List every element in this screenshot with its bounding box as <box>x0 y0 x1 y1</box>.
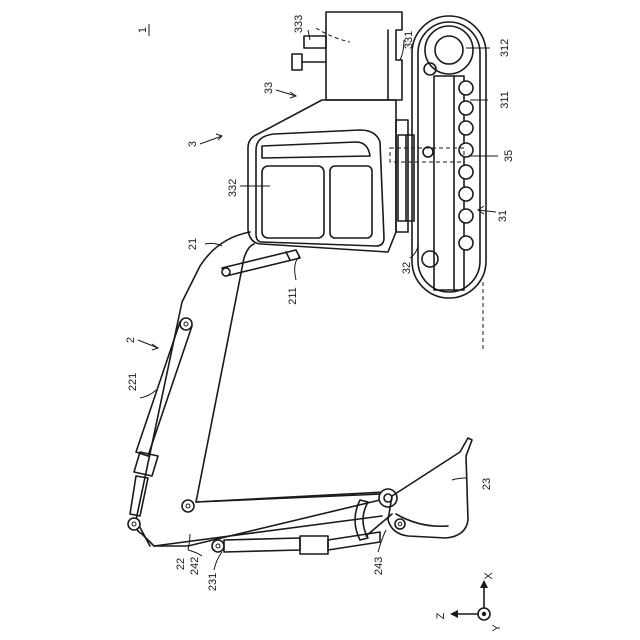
label-243: 243 <box>373 557 385 575</box>
label-33: 33 <box>263 82 275 94</box>
label-fig-ref: 1 <box>137 27 149 33</box>
label-32: 32 <box>401 262 413 274</box>
label-35: 35 <box>503 150 515 162</box>
label-311: 311 <box>499 91 511 109</box>
label-22: 22 <box>175 558 187 570</box>
upper-body <box>248 12 408 252</box>
label-21: 21 <box>187 238 199 250</box>
label-2: 2 <box>125 337 137 343</box>
sensor-35 <box>390 147 464 162</box>
coordinate-axes: X Z Y <box>435 572 503 632</box>
label-333: 333 <box>293 15 305 33</box>
track-rollers <box>459 81 473 250</box>
label-221: 221 <box>127 373 139 391</box>
label-3: 3 <box>187 141 199 147</box>
label-312: 312 <box>499 39 511 57</box>
label-31: 31 <box>497 210 509 222</box>
label-211: 211 <box>287 287 299 305</box>
arm-22 <box>154 492 386 546</box>
arm-cylinder-221 <box>128 318 192 530</box>
axis-x-label: X <box>483 572 495 580</box>
axis-y-label: Y <box>491 624 503 632</box>
label-231: 231 <box>207 573 219 591</box>
leader-lines <box>138 30 498 570</box>
label-331: 331 <box>403 31 415 49</box>
label-332: 332 <box>227 179 239 197</box>
crawler-track <box>412 16 486 298</box>
label-23: 23 <box>481 478 493 490</box>
axis-z-label: Z <box>435 612 447 619</box>
label-242: 242 <box>189 557 201 575</box>
